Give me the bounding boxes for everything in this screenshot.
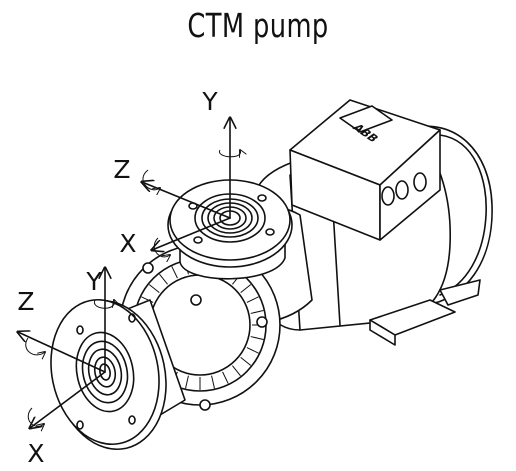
axes-top-nozzle: Y Z X	[113, 87, 240, 258]
axes-front-nozzle: Y Z X	[17, 267, 114, 468]
casing-rib	[159, 273, 168, 285]
casing-rib	[232, 365, 241, 377]
casing-rib	[246, 347, 259, 354]
casing-rib	[250, 310, 264, 314]
casing-rib	[171, 266, 178, 279]
casing-rib	[211, 375, 215, 389]
axis-label-x-front: X	[27, 439, 44, 468]
axis-label-z-top: Z	[113, 155, 130, 184]
axis-label-z-front: Z	[17, 287, 34, 316]
casing-rib	[250, 336, 264, 340]
casing-rib	[240, 284, 252, 293]
casing-rib	[246, 296, 259, 303]
casing-rib	[222, 371, 229, 384]
casing-rib	[148, 284, 160, 293]
diagram-title: CTM pump	[187, 6, 329, 45]
axis-label-y-top: Y	[201, 87, 218, 116]
axis-label-y-front: Y	[85, 267, 102, 296]
casing-rib	[240, 357, 252, 366]
casing-rib	[185, 375, 189, 389]
axis-label-x-top: X	[119, 229, 136, 258]
